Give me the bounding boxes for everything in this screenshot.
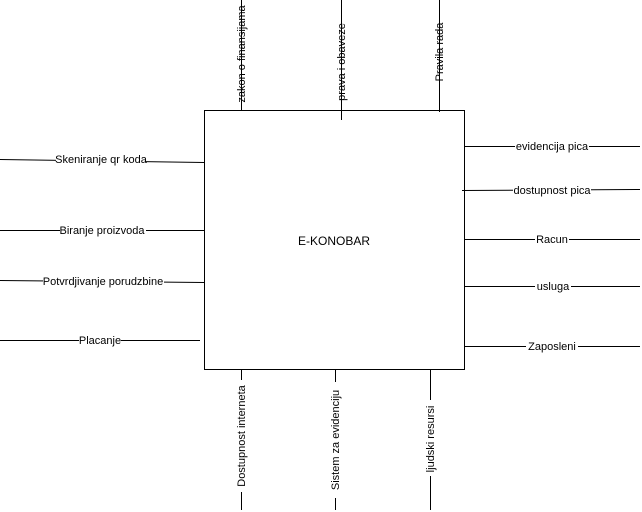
output-arrow-dostupnost[interactable]: dostupnost pica xyxy=(461,184,641,197)
input-label: Placanje xyxy=(79,335,121,347)
control-label: prava i obaveze xyxy=(336,23,348,101)
control-arrow-prava[interactable]: prava i obaveze xyxy=(336,0,348,120)
output-label: evidencija pica xyxy=(516,141,589,153)
control-label: Pravila rada xyxy=(434,22,446,82)
mechanism-label: Sistem za evidenciju xyxy=(330,390,342,490)
mechanism-arrow-ljudski[interactable]: ljudski resursi xyxy=(424,370,437,510)
control-arrow-pravila[interactable]: Pravila rada xyxy=(434,0,446,112)
input-arrow-potvrdjivanje[interactable]: Potvrdjivanje porudzbine xyxy=(0,275,205,288)
input-arrow-placanje[interactable]: Placanje xyxy=(0,334,200,347)
output-label: Zaposleni xyxy=(528,341,576,353)
output-arrow-usluga[interactable]: usluga xyxy=(465,280,640,293)
output-arrow-zaposleni[interactable]: Zaposleni xyxy=(465,340,640,353)
mechanism-label: Dostupnost interneta xyxy=(236,384,248,486)
output-arrow-evidencija[interactable]: evidencija pica xyxy=(465,140,640,153)
control-label: zakon o finansijama xyxy=(236,5,248,103)
mechanism-arrow-internet[interactable]: Dostupnost interneta xyxy=(235,370,248,510)
input-label: Biranje proizvoda xyxy=(60,225,146,237)
mechanism-arrow-sistem[interactable]: Sistem za evidenciju xyxy=(329,370,342,510)
output-label: dostupnost pica xyxy=(513,185,591,197)
output-label: Racun xyxy=(536,234,568,246)
output-label: usluga xyxy=(537,281,570,293)
input-arrow-skeniranje[interactable]: Skeniranje qr koda xyxy=(0,153,205,166)
process-box[interactable]: E-KONOBAR xyxy=(204,110,465,370)
input-label: Potvrdjivanje porudzbine xyxy=(43,276,163,288)
input-label: Skeniranje qr koda xyxy=(55,154,148,166)
mechanism-label: ljudski resursi xyxy=(425,406,437,473)
control-arrow-zakon[interactable]: zakon o finansijama xyxy=(236,0,248,110)
output-arrow-racun[interactable]: Racun xyxy=(465,233,640,246)
process-title: E-KONOBAR xyxy=(298,234,370,248)
input-arrow-biranje[interactable]: Biranje proizvoda xyxy=(0,224,204,237)
